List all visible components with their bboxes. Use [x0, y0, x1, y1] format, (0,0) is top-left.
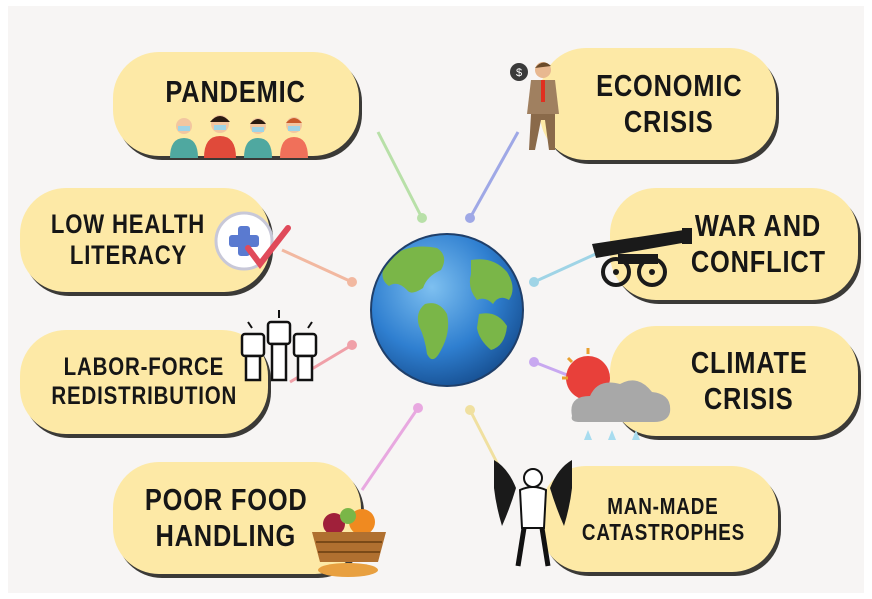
node-man-made-catastrophes: MAN-MADE CATASTROPHES: [540, 466, 778, 572]
connector-dot-economic: [465, 213, 475, 223]
food-basket-icon: [312, 508, 386, 577]
medical-check-icon: [214, 211, 291, 271]
storm-sun-icon: [562, 348, 671, 440]
connector-dot-health-literacy: [347, 277, 357, 287]
connector-dot-war: [529, 277, 539, 287]
node-man-made-catastrophes-line1: MAN-MADE: [607, 492, 719, 519]
node-pandemic-label: PANDEMIC: [165, 74, 307, 109]
connector-food: [360, 407, 420, 491]
connector-health-literacy: [281, 248, 353, 284]
node-labor-force-redistribution-line2: REDISTRIBUTION: [51, 382, 237, 410]
connector-war: [533, 250, 601, 284]
earth-globe-icon: [370, 233, 524, 387]
node-economic-crisis: ECONOMIC CRISIS: [540, 48, 776, 160]
node-climate-crisis-line1: CLIMATE: [690, 345, 808, 381]
connector-pandemic: [376, 131, 424, 219]
raised-fists-icon: [240, 310, 318, 382]
node-climate-crisis-line2: CRISIS: [704, 381, 794, 416]
connector-dot-food: [413, 403, 423, 413]
masked-people-icon: [170, 115, 308, 158]
connector-dot-labor: [347, 340, 357, 350]
connector-dot-climate: [529, 357, 539, 367]
node-economic-crisis-line1: ECONOMIC: [595, 68, 743, 104]
node-low-health-literacy-line1: LOW HEALTH: [50, 208, 206, 239]
connector-economic: [468, 131, 520, 219]
connector-dot-man-made: [465, 405, 475, 415]
node-poor-food-handling: POOR FOOD HANDLING: [113, 462, 361, 574]
node-poor-food-handling-line1: POOR FOOD: [144, 482, 308, 518]
svg-text:$: $: [516, 67, 522, 79]
winged-demon-icon: [494, 460, 572, 567]
node-man-made-catastrophes-line2: CATASTROPHES: [581, 519, 745, 545]
node-poor-food-handling-line2: HANDLING: [155, 518, 297, 553]
broke-businessman-icon: $: [510, 62, 559, 150]
node-labor-force-redistribution: LABOR-FORCE REDISTRIBUTION: [20, 330, 268, 434]
node-pandemic: PANDEMIC: [113, 52, 359, 156]
node-war-and-conflict-line2: CONFLICT: [690, 244, 826, 279]
cannon-icon: [592, 228, 692, 287]
connector-dot-pandemic: [417, 213, 427, 223]
node-war-and-conflict-line1: WAR AND: [694, 208, 822, 244]
node-climate-crisis: CLIMATE CRISIS: [610, 326, 858, 436]
node-labor-force-redistribution-line1: LABOR-FORCE: [63, 353, 225, 382]
node-economic-crisis-line2: CRISIS: [624, 104, 714, 139]
node-low-health-literacy-line2: LITERACY: [69, 240, 187, 270]
